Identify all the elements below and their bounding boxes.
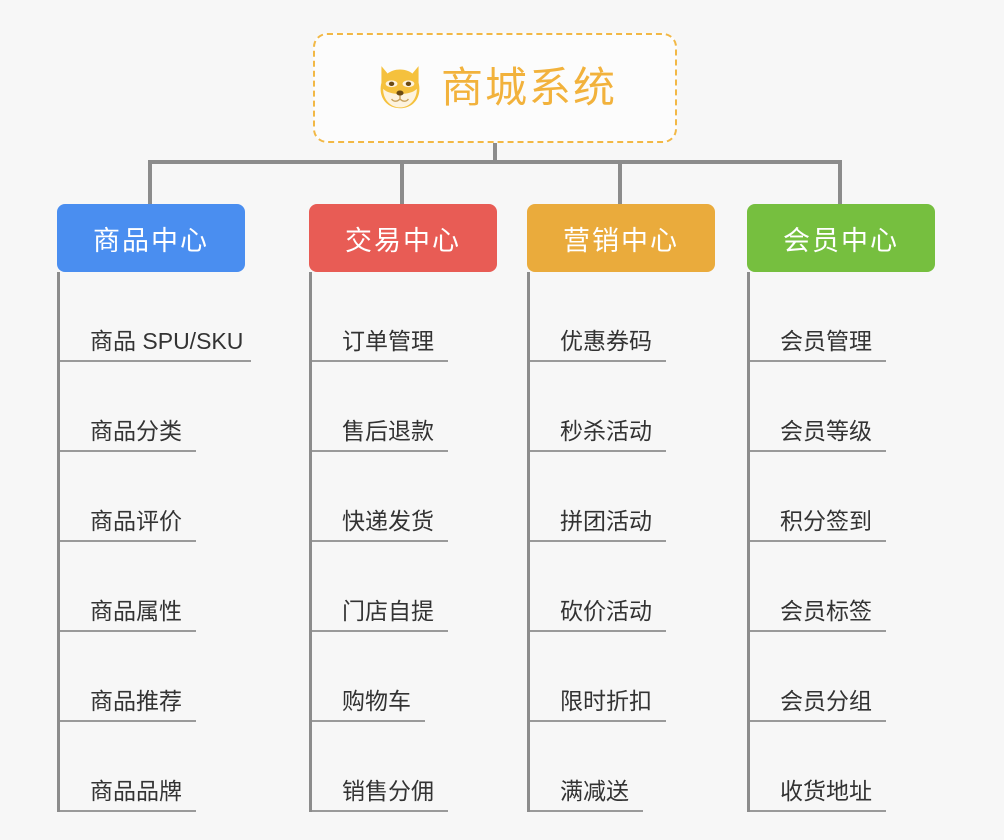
leaf-item[interactable]: 商品 SPU/SKU — [60, 272, 252, 362]
leaf-rail: 优惠券码 秒杀活动 拼团活动 砍价活动 限时折扣 满减送 — [527, 272, 715, 812]
leaf-item[interactable]: 门店自提 — [312, 542, 497, 632]
leaf-item[interactable]: 售后退款 — [312, 362, 497, 452]
leaf-item[interactable]: 购物车 — [312, 632, 497, 722]
leaf-item[interactable]: 商品品牌 — [60, 722, 245, 812]
category-header-trade-center[interactable]: 交易中心 — [309, 204, 497, 272]
category-label: 会员中心 — [783, 225, 899, 256]
leaf-label: 会员管理 — [750, 328, 886, 362]
column-member-center: 会员中心 会员管理 会员等级 积分签到 会员标签 会员分组 收货地址 — [747, 204, 935, 812]
leaf-label: 门店自提 — [312, 598, 448, 632]
leaf-rail: 会员管理 会员等级 积分签到 会员标签 会员分组 收货地址 — [747, 272, 935, 812]
leaf-label: 商品 SPU/SKU — [60, 328, 252, 362]
leaf-label: 商品推荐 — [60, 688, 196, 722]
category-label: 交易中心 — [345, 225, 461, 256]
shiba-dog-icon — [380, 66, 420, 109]
leaf-item[interactable]: 会员管理 — [750, 272, 935, 362]
leaf-item[interactable]: 优惠券码 — [530, 272, 715, 362]
leaf-item[interactable]: 商品属性 — [60, 542, 245, 632]
leaf-label: 商品分类 — [60, 418, 196, 452]
connector-bus — [148, 160, 842, 164]
connector-drop-2 — [400, 160, 404, 206]
leaf-item[interactable]: 满减送 — [530, 722, 715, 812]
leaf-item[interactable]: 砍价活动 — [530, 542, 715, 632]
leaf-label: 购物车 — [312, 688, 425, 722]
leaf-label: 商品品牌 — [60, 778, 196, 812]
leaf-label: 优惠券码 — [530, 328, 666, 362]
leaf-label: 商品评价 — [60, 508, 196, 542]
leaf-rail: 订单管理 售后退款 快递发货 门店自提 购物车 销售分佣 — [309, 272, 497, 812]
leaf-item[interactable]: 快递发货 — [312, 452, 497, 542]
leaf-item[interactable]: 拼团活动 — [530, 452, 715, 542]
leaf-rail: 商品 SPU/SKU 商品分类 商品评价 商品属性 商品推荐 商品品牌 — [57, 272, 252, 812]
leaf-item[interactable]: 商品分类 — [60, 362, 245, 452]
leaf-label: 砍价活动 — [530, 598, 666, 632]
column-product-center: 商品中心 商品 SPU/SKU 商品分类 商品评价 商品属性 商品推荐 商品品牌 — [57, 204, 252, 812]
leaf-item[interactable]: 会员等级 — [750, 362, 935, 452]
root-title: 商城系统 — [440, 64, 617, 111]
leaf-label: 限时折扣 — [530, 688, 666, 722]
leaf-item[interactable]: 会员分组 — [750, 632, 935, 722]
leaf-item[interactable]: 会员标签 — [750, 542, 935, 632]
connector-root-stub — [493, 143, 497, 162]
leaf-item[interactable]: 收货地址 — [750, 722, 935, 812]
leaf-label: 会员标签 — [750, 598, 886, 632]
leaf-label: 积分签到 — [750, 508, 886, 542]
leaf-label: 拼团活动 — [530, 508, 666, 542]
category-label: 商品中心 — [93, 225, 209, 256]
category-header-marketing-center[interactable]: 营销中心 — [527, 204, 715, 272]
leaf-label: 售后退款 — [312, 418, 448, 452]
category-header-product-center[interactable]: 商品中心 — [57, 204, 245, 272]
leaf-item[interactable]: 商品推荐 — [60, 632, 245, 722]
leaf-item[interactable]: 商品评价 — [60, 452, 245, 542]
leaf-label: 会员分组 — [750, 688, 886, 722]
category-header-member-center[interactable]: 会员中心 — [747, 204, 935, 272]
connector-drop-4 — [838, 160, 842, 206]
leaf-label: 收货地址 — [750, 778, 886, 812]
leaf-item[interactable]: 积分签到 — [750, 452, 935, 542]
connector-drop-1 — [148, 160, 152, 206]
leaf-label: 销售分佣 — [312, 778, 448, 812]
leaf-label: 秒杀活动 — [530, 418, 666, 452]
connector-drop-3 — [618, 160, 622, 206]
leaf-label: 会员等级 — [750, 418, 886, 452]
column-marketing-center: 营销中心 优惠券码 秒杀活动 拼团活动 砍价活动 限时折扣 满减送 — [527, 204, 715, 812]
category-label: 营销中心 — [563, 225, 679, 256]
leaf-label: 商品属性 — [60, 598, 196, 632]
root-node[interactable]: 商城系统 — [313, 33, 677, 143]
column-trade-center: 交易中心 订单管理 售后退款 快递发货 门店自提 购物车 销售分佣 — [309, 204, 497, 812]
leaf-item[interactable]: 销售分佣 — [312, 722, 497, 812]
leaf-label: 订单管理 — [312, 328, 448, 362]
leaf-label: 满减送 — [530, 778, 643, 812]
leaf-item[interactable]: 订单管理 — [312, 272, 497, 362]
leaf-item[interactable]: 限时折扣 — [530, 632, 715, 722]
leaf-item[interactable]: 秒杀活动 — [530, 362, 715, 452]
leaf-label: 快递发货 — [312, 508, 448, 542]
